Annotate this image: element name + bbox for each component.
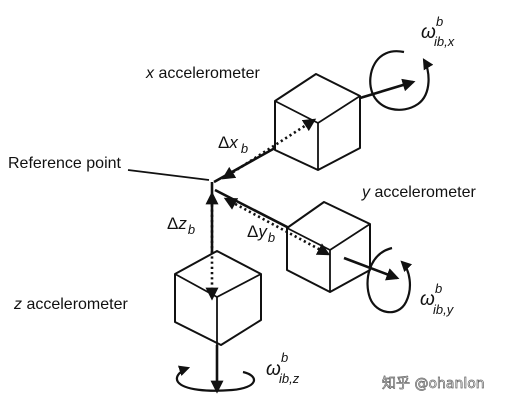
- svg-text:ω: ω: [420, 289, 435, 310]
- svg-text:b: b: [436, 14, 443, 29]
- delta-z-label: Δzb: [167, 214, 195, 237]
- x-accelerometer-cube: [274, 73, 361, 171]
- delta-y-label: Δyb: [247, 222, 275, 245]
- omega-z-label: ω b ib,z: [266, 350, 300, 386]
- x-rotation-arrow: [369, 50, 434, 111]
- svg-text:ω: ω: [421, 22, 436, 43]
- svg-text:ib,z: ib,z: [279, 371, 300, 386]
- delta-y-dotted-arrow: [223, 197, 331, 256]
- z-accelerometer-cube: [174, 250, 262, 346]
- reference-point-label: Reference point: [8, 155, 122, 172]
- y-accelerometer-label: y accelerometer: [361, 184, 476, 201]
- svg-text:ib,x: ib,x: [434, 34, 455, 49]
- y-accelerometer-cube: [286, 201, 371, 293]
- x-accelerometer-label: x accelerometer: [145, 65, 260, 82]
- x-sensitive-axis-arrow: [359, 78, 416, 100]
- z-rotation-arrow: [175, 365, 255, 392]
- omega-y-label: ω b ib,y: [420, 281, 455, 317]
- reference-leader-line: [127, 169, 210, 181]
- y-rotation-arrow: [366, 246, 413, 314]
- svg-text:b: b: [281, 350, 288, 365]
- z-accelerometer-label: z accelerometer: [13, 296, 128, 313]
- svg-text:ib,y: ib,y: [433, 302, 455, 317]
- svg-text:b: b: [435, 281, 442, 296]
- watermark-text: 知乎 @ohanlon: [382, 375, 485, 392]
- delta-x-dotted-arrow: [221, 118, 317, 180]
- omega-x-label: ω b ib,x: [421, 14, 455, 49]
- svg-text:ω: ω: [266, 359, 281, 380]
